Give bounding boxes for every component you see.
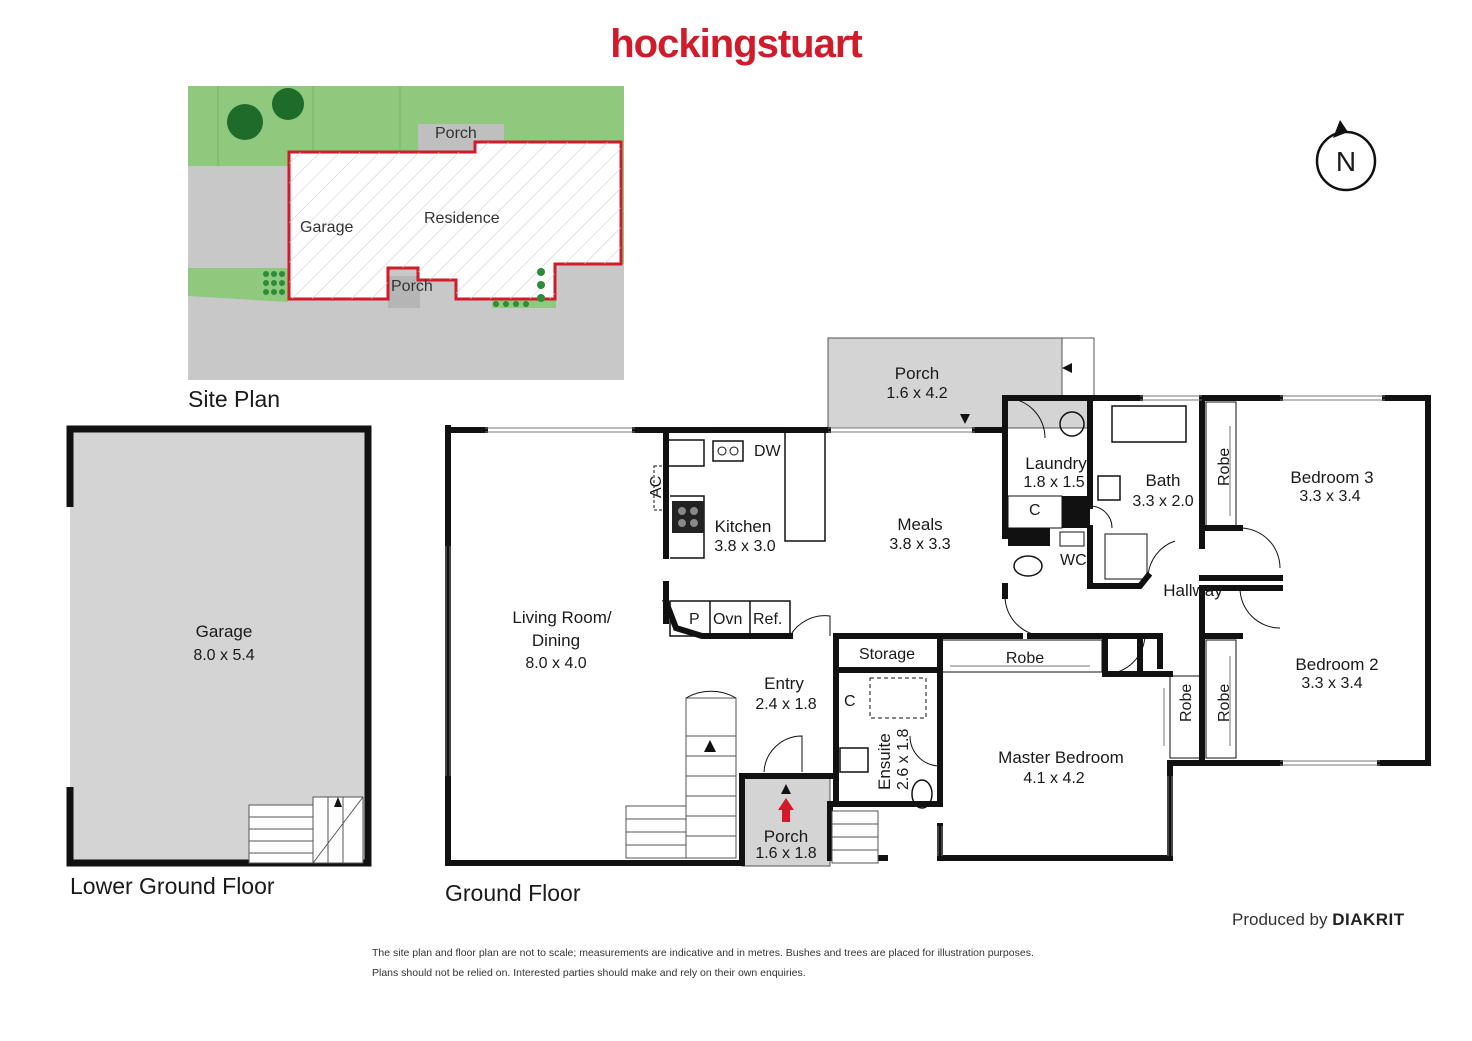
robe-master-side-label: Robe — [1178, 684, 1195, 722]
lower-ground-floor-plan: Garage 8.0 x 5.4 — [66, 425, 372, 867]
produced-by: Produced by DIAKRIT — [1232, 910, 1405, 930]
bedroom2-dim: 3.3 x 3.4 — [1301, 675, 1362, 692]
sink-icon — [712, 440, 744, 462]
storage-label: Storage — [859, 646, 915, 663]
hallway-name: Hallway — [1163, 581, 1223, 600]
master-bedroom-name: Master Bedroom — [998, 748, 1124, 767]
kitchen-dim: 3.8 x 3.0 — [714, 538, 775, 555]
porch-front-dim: 1.6 x 1.8 — [755, 845, 816, 862]
site-plan-caption: Site Plan — [188, 386, 281, 412]
ensuite-name: Ensuite — [875, 733, 894, 790]
robe-bedroom2-label: Robe — [1216, 684, 1233, 722]
ground-floor-plan: Porch 1.6 x 4.2 Laundry 1.8 x 1.5 Bath 3… — [445, 337, 1431, 867]
wc-label: WC — [1060, 552, 1087, 569]
north-compass-icon: N — [1315, 120, 1377, 192]
living-name-line2: Dining — [532, 631, 580, 650]
entry-arrow-icon — [778, 798, 794, 822]
site-residence-label: Residence — [424, 210, 500, 227]
laundry-cupboard-label: C — [1029, 502, 1041, 519]
oven-label: Ovn — [713, 611, 742, 628]
entry-dim: 2.4 x 1.8 — [755, 696, 816, 713]
bath-dim: 3.3 x 2.0 — [1132, 493, 1193, 510]
brand-logo: hockingstuart — [610, 22, 862, 66]
porch-back-name: Porch — [895, 364, 939, 383]
site-garage-label: Garage — [300, 219, 353, 236]
pantry-label: P — [689, 611, 700, 628]
diakrit-logo: DIAKRIT — [1332, 910, 1405, 929]
toilet-icon — [1013, 555, 1043, 577]
meals-name: Meals — [897, 515, 942, 534]
produced-prefix: Produced by — [1232, 910, 1328, 929]
compass-label: N — [1336, 146, 1356, 177]
porch-back-dim: 1.6 x 4.2 — [886, 385, 947, 402]
ensuite-dim: 2.6 x 1.8 — [895, 729, 912, 790]
disclaimer-line2: Plans should not be relied on. Intereste… — [372, 967, 806, 979]
tree-icon — [227, 104, 263, 140]
laundry-tub-icon — [1059, 411, 1085, 437]
fridge-label: Ref. — [753, 611, 782, 628]
disclaimer: The site plan and floor plan are not to … — [372, 943, 1034, 983]
living-name-line1: Living Room/ — [512, 608, 611, 627]
master-bedroom-dim: 4.1 x 4.2 — [1023, 770, 1084, 787]
garage-area — [70, 429, 368, 863]
bathtub-icon — [1111, 405, 1187, 443]
laundry-dim: 1.8 x 1.5 — [1023, 474, 1084, 491]
living-dim: 8.0 x 4.0 — [525, 655, 586, 672]
bedroom2-name: Bedroom 2 — [1295, 655, 1378, 674]
laundry-name: Laundry — [1025, 454, 1087, 473]
back-porch-area — [827, 337, 1091, 429]
kitchen-name: Kitchen — [715, 517, 772, 536]
cooktop-icon — [672, 501, 704, 533]
site-plan: Porch Porch Garage Residence — [188, 86, 624, 380]
robe-bedroom3-label: Robe — [1216, 448, 1233, 486]
site-porch-bottom-label: Porch — [391, 278, 433, 295]
aircon-label: AC — [648, 476, 665, 498]
site-porch-top-label: Porch — [435, 125, 477, 142]
bedroom3-name: Bedroom 3 — [1290, 468, 1373, 487]
ground-floor-caption: Ground Floor — [445, 880, 581, 906]
lg-garage-name: Garage — [196, 622, 253, 641]
robe-master-label: Robe — [1006, 650, 1044, 667]
lg-garage-dim: 8.0 x 5.4 — [193, 647, 254, 664]
dishwasher-label: DW — [754, 443, 782, 460]
bedroom3-dim: 3.3 x 3.4 — [1299, 488, 1360, 505]
porch-front-name: Porch — [764, 827, 808, 846]
disclaimer-line1: The site plan and floor plan are not to … — [372, 947, 1034, 959]
bath-name: Bath — [1146, 471, 1181, 490]
meals-dim: 3.8 x 3.3 — [889, 536, 950, 553]
entry-name: Entry — [764, 674, 804, 693]
tree-icon — [272, 88, 304, 120]
entry-cupboard-label: C — [844, 693, 856, 710]
lower-ground-caption: Lower Ground Floor — [70, 873, 275, 899]
